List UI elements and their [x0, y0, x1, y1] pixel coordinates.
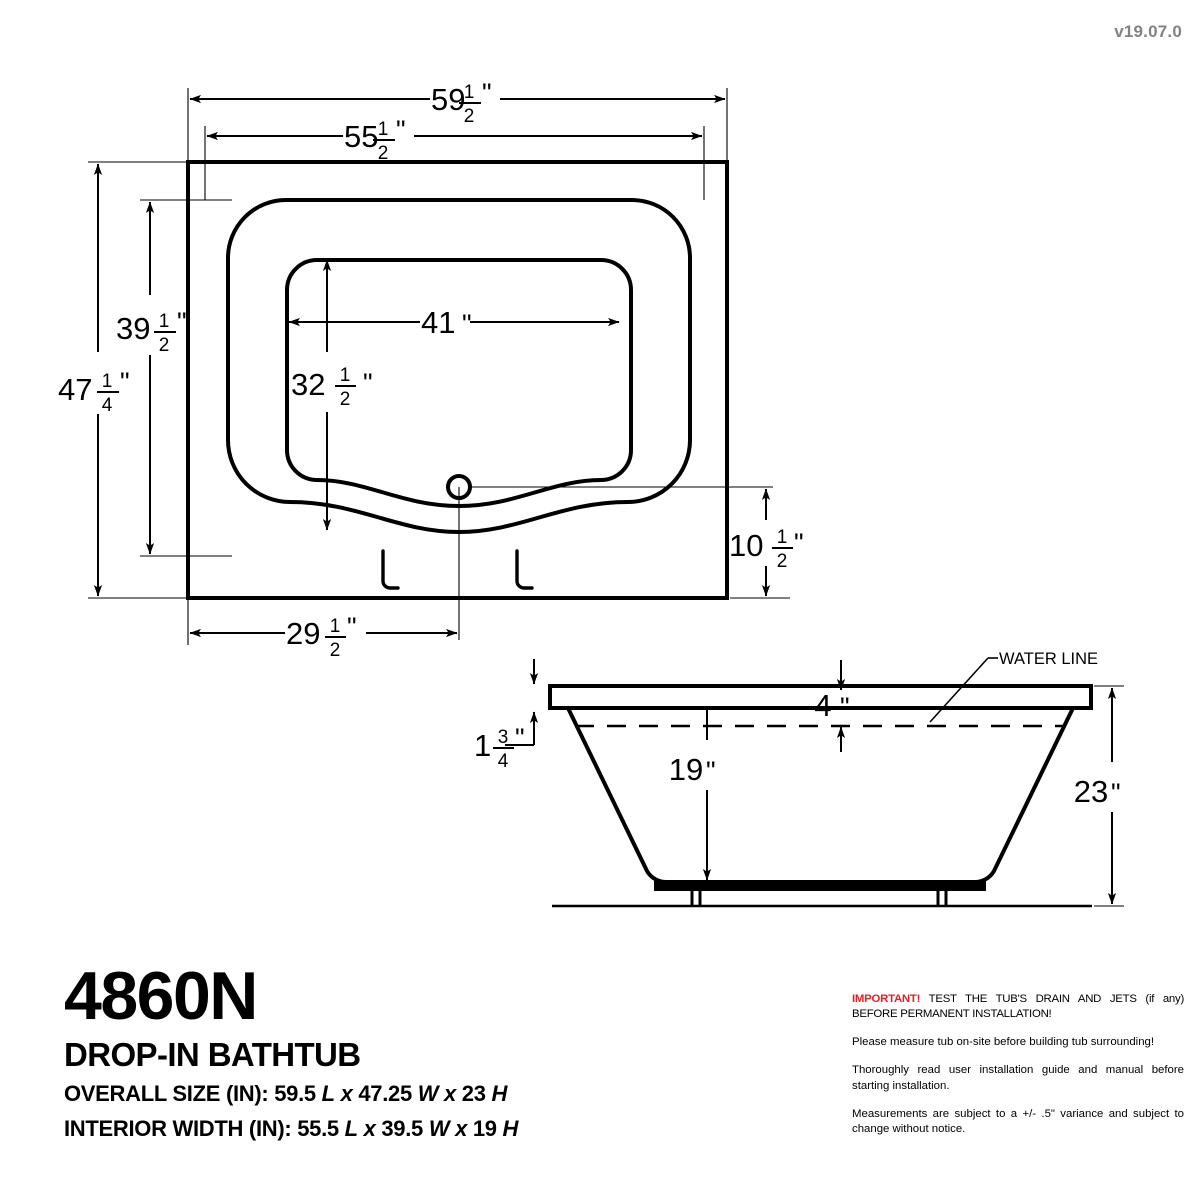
hook-right-icon: [515, 549, 534, 590]
dim-interior-depth-unit: ": [706, 756, 716, 786]
dim-overall-width-denominator: 4: [102, 395, 113, 416]
interior-unit-3: H: [502, 1116, 519, 1142]
overall-size-value-1: 59.5: [274, 1080, 316, 1106]
dim-drain-offset-x: 29 1 2 ": [286, 612, 357, 661]
interior-value-1: 55.5: [297, 1116, 339, 1142]
dim-interior-length: 55 1 2 ": [344, 115, 406, 164]
interior-unit-1: L: [344, 1116, 358, 1142]
interior-value-3: 19: [472, 1116, 497, 1142]
overall-size-unit-1: L: [321, 1080, 335, 1106]
dim-interior-width-unit: ": [177, 307, 187, 337]
overall-size-value-3: 23: [461, 1080, 486, 1106]
note-read-manual: Thoroughly read user installation guide …: [852, 1064, 1184, 1092]
dim-interior-length-denominator: 2: [378, 143, 389, 164]
water-line-label: WATER LINE: [999, 650, 1098, 668]
dim-overall-width-unit: ": [120, 367, 130, 397]
dim-basin-width-whole: 32: [291, 367, 325, 402]
dim-rim-thickness-denominator: 4: [498, 751, 509, 772]
dim-overall-length: 59 1 2 ": [431, 78, 492, 127]
dim-interior-width-whole: 39: [116, 311, 150, 346]
tub-body-section: [566, 707, 1075, 884]
interior-width-line: INTERIOR WIDTH (IN): 55.5 L x 39.5 W x 1…: [64, 1113, 704, 1144]
dim-overall-length-whole: 59: [431, 82, 465, 117]
dim-rim-thickness: 1 3 4 ": [474, 723, 525, 772]
interior-width-label: INTERIOR WIDTH (IN):: [64, 1116, 292, 1142]
dim-overall-height: 23: [1074, 774, 1108, 809]
dim-basin-width-denominator: 2: [340, 389, 351, 410]
dim-interior-depth: 19: [669, 752, 703, 787]
overall-size-unit-2: W: [417, 1080, 439, 1106]
tub-rim-outline: [226, 198, 692, 535]
title-block: 4860N DROP-IN BATHTUB OVERALL SIZE (IN):…: [64, 962, 704, 1144]
dim-drain-offset-y: 10 1 2 ": [729, 527, 804, 572]
dim-basin-width-numerator: 1: [340, 365, 351, 386]
notes-block: IMPORTANT! TEST THE TUB'S DRAIN AND JETS…: [852, 992, 1184, 1137]
dim-rim-thickness-unit: ": [515, 723, 525, 753]
overall-size-sep-2: x: [444, 1080, 456, 1106]
base-pad: [654, 881, 986, 891]
dim-interior-length-unit: ": [396, 115, 406, 145]
dim-rim-thickness-numerator: 3: [498, 727, 509, 748]
dim-basin-width-unit: ": [363, 368, 373, 398]
rim-flange: [548, 684, 1093, 710]
product-type: DROP-IN BATHTUB: [64, 1036, 361, 1073]
dim-interior-length-numerator: 1: [378, 119, 389, 140]
overall-size-unit-3: H: [491, 1080, 508, 1106]
dim-basin-length: 41: [421, 305, 455, 340]
interior-unit-2: W: [428, 1116, 450, 1142]
dim-drain-offset-y-denominator: 2: [777, 551, 788, 572]
dim-overall-width-whole: 47: [58, 372, 92, 407]
note-important-prefix: IMPORTANT!: [852, 993, 921, 1005]
basin-outline: [285, 258, 633, 509]
section-view-group: WATER LINE 4 " 1 3 4 " 19 ": [474, 650, 1124, 908]
dim-freeboard: 4: [814, 688, 831, 723]
dim-drain-offset-x-numerator: 1: [330, 616, 341, 637]
dim-basin-width: 32 1 2 ": [291, 365, 373, 410]
model-number: 4860N: [64, 958, 258, 1034]
dim-drain-offset-y-numerator: 1: [777, 527, 788, 548]
plan-view-group: 59 1 2 " 55 1 2 ": [58, 78, 804, 661]
dim-drain-offset-x-denominator: 2: [330, 640, 341, 661]
dim-overall-height-unit: ": [1111, 778, 1121, 808]
dim-rim-thickness-whole: 1: [474, 728, 491, 763]
note-important-body: TEST THE TUB'S DRAIN AND JETS (if any) B…: [852, 993, 1184, 1021]
note-measure-on-site: Please measure tub on-site before buildi…: [852, 1036, 1155, 1049]
dim-overall-length-numerator: 1: [464, 82, 475, 103]
dim-basin-length-unit: ": [462, 309, 472, 339]
note-important: IMPORTANT! TEST THE TUB'S DRAIN AND JETS…: [852, 992, 1184, 1022]
dim-drain-offset-x-whole: 29: [286, 616, 320, 651]
overall-size-line: OVERALL SIZE (IN): 59.5 L x 47.25 W x 23…: [64, 1078, 704, 1109]
dim-interior-width-denominator: 2: [159, 335, 170, 356]
dim-overall-length-unit: ": [482, 78, 492, 108]
deck-outline: [186, 160, 729, 600]
interior-sep-1: x: [363, 1116, 376, 1142]
dim-freeboard-unit: ": [840, 692, 850, 722]
dim-overall-width-numerator: 1: [102, 371, 113, 392]
dim-interior-length-whole: 55: [344, 119, 378, 154]
hook-left-icon: [381, 549, 400, 590]
version-label: v19.07.0: [1114, 22, 1182, 41]
dim-drain-offset-y-whole: 10: [729, 528, 763, 563]
dim-overall-width: 47 1 4 ": [58, 367, 130, 416]
dim-interior-width: 39 1 2 ": [116, 307, 187, 356]
overall-size-sep-1: x: [340, 1080, 353, 1106]
overall-size-label: OVERALL SIZE (IN):: [64, 1080, 269, 1106]
note-variance: Measurements are subject to a +/- .5" va…: [852, 1107, 1184, 1135]
dim-interior-width-numerator: 1: [159, 311, 170, 332]
interior-sep-2: x: [455, 1116, 468, 1142]
interior-value-2: 39.5: [381, 1116, 423, 1142]
dim-overall-length-denominator: 2: [464, 106, 475, 127]
overall-size-value-2: 47.25: [358, 1080, 412, 1106]
water-line-leader: [929, 657, 989, 723]
dim-drain-offset-y-unit: ": [794, 528, 804, 558]
dim-drain-offset-x-unit: ": [347, 612, 357, 642]
